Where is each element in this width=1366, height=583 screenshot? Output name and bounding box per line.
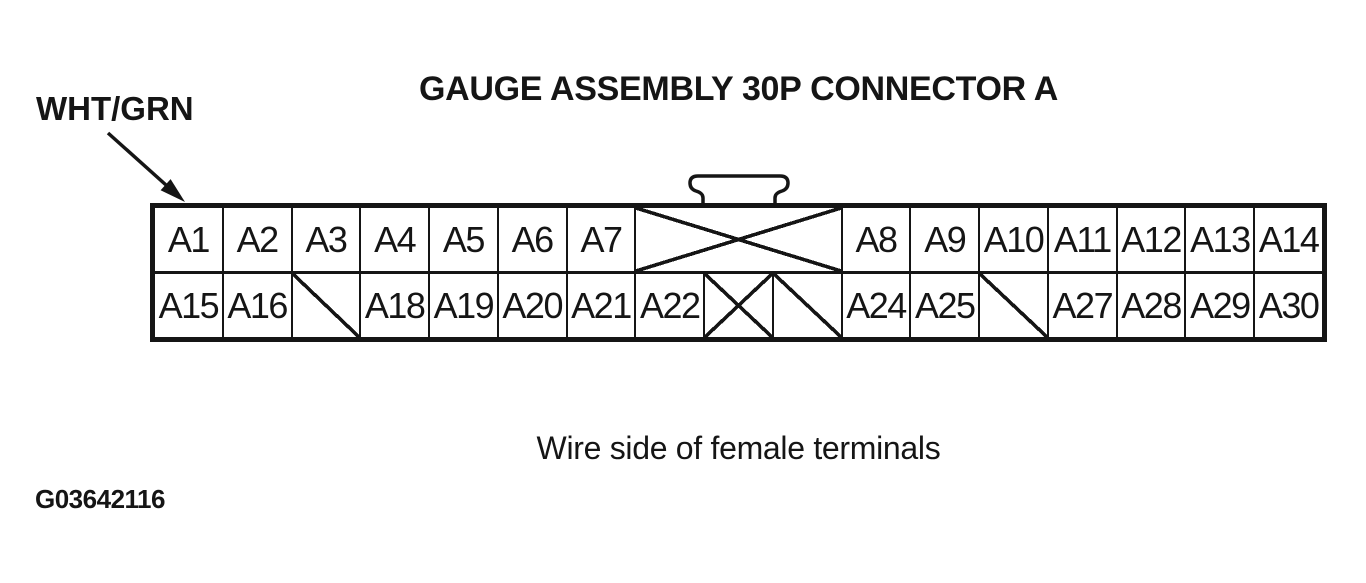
pin-label: A25 (915, 284, 976, 326)
pin-cell-a13: A13 (1186, 208, 1254, 271)
pin-label: A12 (1121, 218, 1182, 260)
pin-label: A29 (1190, 284, 1251, 326)
pin-cell-a20: A20 (498, 274, 566, 337)
pin-cell-a16: A16 (223, 274, 291, 337)
pin-cell-a5: A5 (430, 208, 497, 271)
pin-cell-a6: A6 (498, 208, 566, 271)
pin-label: A5 (442, 218, 486, 260)
page-title: GAUGE ASSEMBLY 30P CONNECTOR A (418, 70, 1059, 108)
pin-cell-a8: A8 (842, 208, 910, 271)
pin-label: A11 (1053, 218, 1112, 260)
pin-cell-a22: A22 (636, 274, 704, 337)
pin-label: A10 (983, 218, 1045, 260)
pin-label: A6 (511, 218, 555, 260)
pin-cell-a27: A27 (1048, 274, 1116, 337)
pin-label: A28 (1121, 284, 1182, 326)
pin-cell-a14: A14 (1255, 208, 1322, 271)
pin-cell-a25: A25 (911, 274, 979, 337)
leader-arrow-icon (106, 131, 185, 202)
pin-label: A27 (1052, 284, 1114, 326)
pin-cell-a2: A2 (223, 208, 291, 271)
blocked-cell-slash (773, 274, 841, 337)
pin-label: A24 (846, 284, 907, 326)
connector-latch (688, 174, 790, 206)
pin-label: A7 (580, 218, 623, 260)
pin-cell-a9: A9 (911, 208, 979, 271)
pin-label: A9 (924, 218, 967, 260)
pin-cell-a30: A30 (1255, 274, 1322, 337)
figure-id: G03642116 (35, 484, 165, 514)
view-caption: Wire side of female terminals (536, 430, 941, 466)
pin-cell-a12: A12 (1117, 208, 1185, 271)
pin-label: A18 (364, 284, 426, 326)
pin-label: A2 (236, 218, 280, 260)
pin-label: A16 (227, 284, 288, 326)
pin-cell-a4: A4 (361, 208, 429, 271)
pin-label: A8 (855, 218, 899, 260)
pin-cell-a29: A29 (1186, 274, 1254, 337)
pin-cell-a11: A11 (1048, 208, 1116, 271)
pin-label: A4 (374, 218, 417, 260)
pin-label: A19 (433, 284, 495, 326)
pin-label: A21 (571, 284, 632, 326)
pin-label: A20 (502, 284, 563, 326)
pin-cell-a28: A28 (1117, 274, 1185, 337)
pin-label: A14 (1258, 218, 1320, 260)
wire-color-label: WHT/GRN (36, 90, 194, 127)
pin-label: A3 (305, 218, 348, 260)
pin-cell-a3: A3 (292, 208, 360, 271)
blocked-cell-x (705, 274, 772, 337)
blocked-cell-slash (980, 274, 1047, 337)
pin-cell-a7: A7 (567, 208, 635, 271)
pin-label: A15 (158, 284, 220, 326)
blocked-cell-slash (292, 274, 360, 337)
pin-label: A13 (1190, 218, 1251, 260)
pin-cell-a19: A19 (430, 274, 497, 337)
pin-cell-a21: A21 (567, 274, 635, 337)
pin-label: A1 (167, 218, 211, 260)
pin-cell-a1: A1 (155, 208, 222, 271)
pin-label: A30 (1258, 284, 1320, 326)
pin-cell-a10: A10 (980, 208, 1047, 271)
blocked-cell-x (636, 208, 841, 271)
pin-label: A22 (639, 284, 701, 326)
pin-cell-a18: A18 (361, 274, 429, 337)
pin-cell-a15: A15 (155, 274, 222, 337)
pin-cell-a24: A24 (842, 274, 910, 337)
